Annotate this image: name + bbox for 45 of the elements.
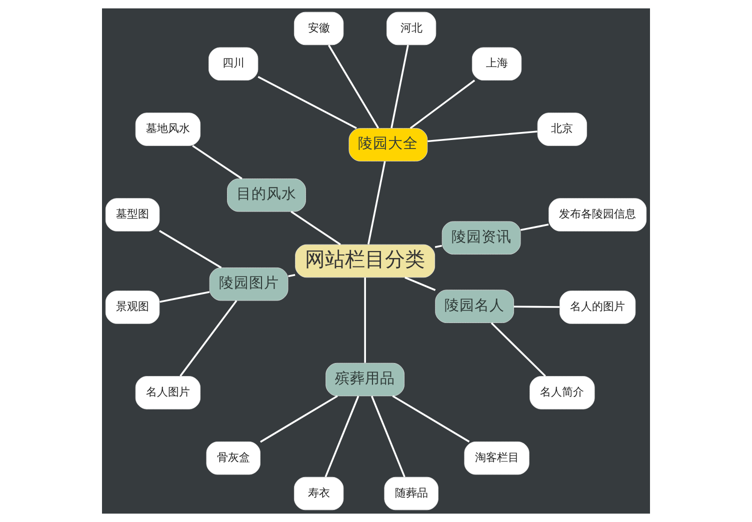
node-box: 寿衣 xyxy=(294,476,344,510)
connector xyxy=(290,210,341,246)
connector xyxy=(364,277,366,363)
node-box: 陵园图片 xyxy=(209,267,288,301)
node-box: 随葬品 xyxy=(384,476,438,510)
node-box: 上海 xyxy=(472,47,522,81)
node-box: 北京 xyxy=(537,112,588,146)
connector xyxy=(367,161,386,245)
node-box: 殡葬用品 xyxy=(326,362,404,396)
connector xyxy=(390,44,409,128)
node-box: 骨灰盒 xyxy=(206,441,260,475)
node-box: 网站栏目分类 xyxy=(295,244,436,278)
node-box: 发布各陵园信息 xyxy=(548,198,647,232)
node-box: 名人的图片 xyxy=(560,290,636,324)
connector xyxy=(288,274,296,278)
connector xyxy=(514,306,560,308)
connector xyxy=(404,276,436,291)
connector xyxy=(324,396,360,478)
node-box: 陵园名人 xyxy=(435,290,514,323)
connector xyxy=(434,244,442,248)
node-box: 陵园大全 xyxy=(348,128,428,162)
node-box: 陵园资讯 xyxy=(442,221,521,255)
node-box: 名人图片 xyxy=(135,376,201,410)
node-box: 河北 xyxy=(386,12,436,46)
connector xyxy=(328,44,380,129)
node-box: 四川 xyxy=(208,47,258,81)
node-box: 墓型图 xyxy=(105,198,160,232)
connector xyxy=(490,322,546,377)
connector xyxy=(258,76,357,129)
node-box: 景观图 xyxy=(105,290,160,324)
connector xyxy=(370,396,406,478)
node-box: 目的风水 xyxy=(227,178,306,212)
node-box: 淘客栏目 xyxy=(464,441,530,475)
node-box: 安徽 xyxy=(294,12,344,46)
node-box: 名人简介 xyxy=(530,376,595,410)
connector xyxy=(180,300,238,377)
connector xyxy=(159,230,222,268)
connector xyxy=(428,130,538,142)
connector xyxy=(160,291,210,303)
connector xyxy=(192,145,242,180)
connector xyxy=(520,224,549,231)
node-box: 墓地风水 xyxy=(135,112,201,146)
connector xyxy=(410,80,476,129)
connector xyxy=(392,395,470,442)
connector xyxy=(260,395,338,443)
